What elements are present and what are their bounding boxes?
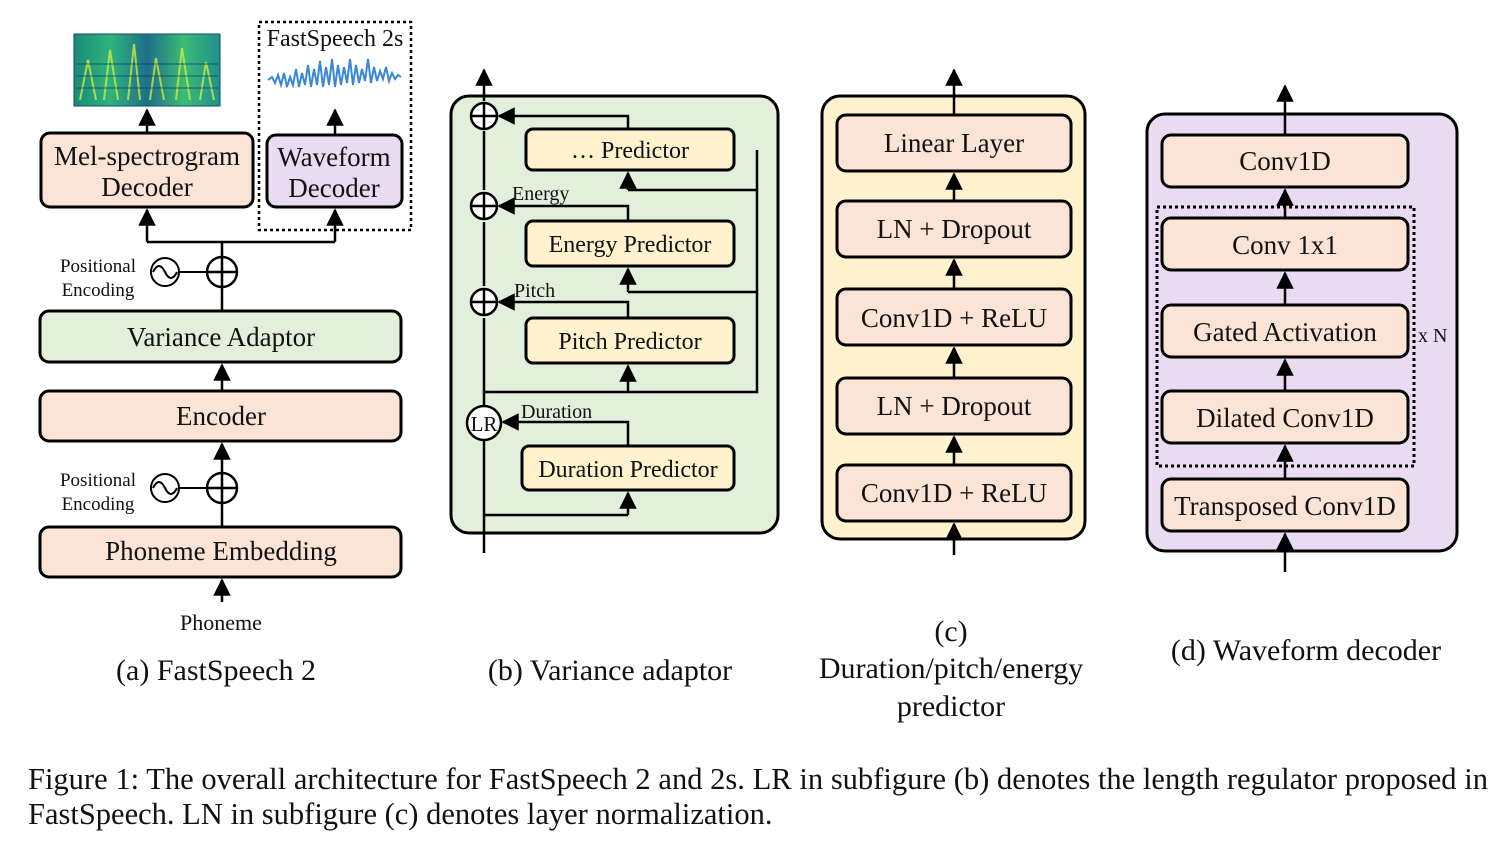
subcaption-d: (d) Waveform decoder <box>1171 634 1441 667</box>
c-layer-label-2: LN + Dropout <box>877 214 1032 244</box>
c-layer-label-4: LN + Dropout <box>877 391 1032 421</box>
gated-activation-box <box>1160 303 1410 359</box>
mel-decoder-label-line1: Mel-spectrogram <box>54 141 240 171</box>
variance-adaptor-label: Variance Adaptor <box>127 322 315 352</box>
transposed-conv-box <box>1160 477 1410 533</box>
subcaption-b: (b) Variance adaptor <box>488 654 732 687</box>
conv1x1-box <box>1160 216 1410 272</box>
duration-output-line <box>501 413 630 446</box>
subcaption-c-line3: predictor <box>897 690 1005 723</box>
phoneme-embedding-label: Phoneme Embedding <box>105 536 337 566</box>
encoder-label: Encoder <box>176 401 266 431</box>
waveform-decoder-label-line2: Decoder <box>288 173 379 203</box>
figure-caption: Figure 1: The overall architecture for F… <box>28 762 1488 831</box>
conv1d-box <box>1160 133 1410 189</box>
other-predictor-box <box>524 127 736 172</box>
subcaption-c-line1: (c) <box>934 615 967 648</box>
length-regulator-icon <box>465 404 503 442</box>
conv1d-label: Conv1D <box>1239 146 1331 176</box>
post-lr-bus <box>484 150 759 394</box>
waveform-decoder-label-line1: Waveform <box>277 142 390 172</box>
energy-predictor-label: Energy Predictor <box>549 232 712 258</box>
c-layer-box-4 <box>835 376 1073 436</box>
bottom-adder-icon <box>205 471 239 505</box>
transposed-conv-label: Transposed Conv1D <box>1174 491 1396 521</box>
branch-line <box>147 240 224 258</box>
panel-c: Linear Layer LN + Dropout Conv1D + ReLU … <box>819 68 1087 723</box>
pitch-output-line <box>497 293 630 318</box>
c-layer-label-1: Linear Layer <box>884 128 1024 158</box>
gated-activation-label: Gated Activation <box>1193 317 1377 347</box>
bottom-positional-encoding-icon <box>150 473 180 503</box>
pitch-predictor-label: Pitch Predictor <box>558 329 701 355</box>
variance-adaptor-box <box>38 309 403 364</box>
other-predictor-label: … Predictor <box>571 138 689 164</box>
mel-spectrogram-image <box>73 33 221 107</box>
fastspeech2s-label: FastSpeech 2s <box>267 26 404 52</box>
energy-label: Energy <box>512 183 569 205</box>
c-layer-label-5: Conv1D + ReLU <box>861 478 1047 508</box>
mel-decoder-label-line2: Decoder <box>101 172 192 202</box>
pitch-adder-icon <box>469 287 499 317</box>
other-adder-icon <box>469 101 499 131</box>
c-layer-box-1 <box>835 113 1073 173</box>
top-pe-label-line2: Encoding <box>62 280 135 301</box>
other-output-line <box>497 107 630 129</box>
pitch-predictor-box <box>524 316 736 365</box>
top-adder-icon <box>205 255 239 289</box>
repeat-label: x N <box>1418 325 1447 347</box>
bottom-pe-label-line1: Positional <box>60 470 136 491</box>
duration-predictor-label: Duration Predictor <box>538 457 717 483</box>
top-pe-label-line1: Positional <box>60 256 136 277</box>
energy-output-line <box>497 197 630 221</box>
encoder-box <box>38 389 403 443</box>
subcaption-a: (a) FastSpeech 2 <box>116 654 316 687</box>
c-layer-box-5 <box>835 463 1073 523</box>
energy-adder-icon <box>469 191 499 221</box>
phoneme-embedding-box <box>38 525 403 579</box>
lr-label: LR <box>471 412 498 436</box>
conv1x1-label: Conv 1x1 <box>1232 230 1338 260</box>
c-layer-box-3 <box>835 287 1073 347</box>
phoneme-input-label: Phoneme <box>180 610 262 635</box>
top-positional-encoding-icon <box>150 257 180 287</box>
panel-d: Conv1D x N Conv 1x1 Gated Activation Dil… <box>1145 84 1459 667</box>
subcaption-c-line2: Duration/pitch/energy <box>819 652 1083 685</box>
c-layer-box-2 <box>835 199 1073 259</box>
c-layer-label-3: Conv1D + ReLU <box>861 303 1047 333</box>
dilated-conv-label: Dilated Conv1D <box>1196 403 1374 433</box>
pitch-label: Pitch <box>514 280 555 302</box>
duration-label: Duration <box>521 401 592 423</box>
panel-b: LR … Predictor Energy Predictor Pitch Pr… <box>449 68 780 687</box>
bottom-pe-label-line2: Encoding <box>62 494 135 515</box>
waveform-image <box>267 58 402 89</box>
panel-a: FastSpeech 2s Mel-spectrogram Decoder Wa… <box>38 20 413 687</box>
dilated-conv-box <box>1160 389 1410 445</box>
energy-predictor-box <box>524 219 736 268</box>
